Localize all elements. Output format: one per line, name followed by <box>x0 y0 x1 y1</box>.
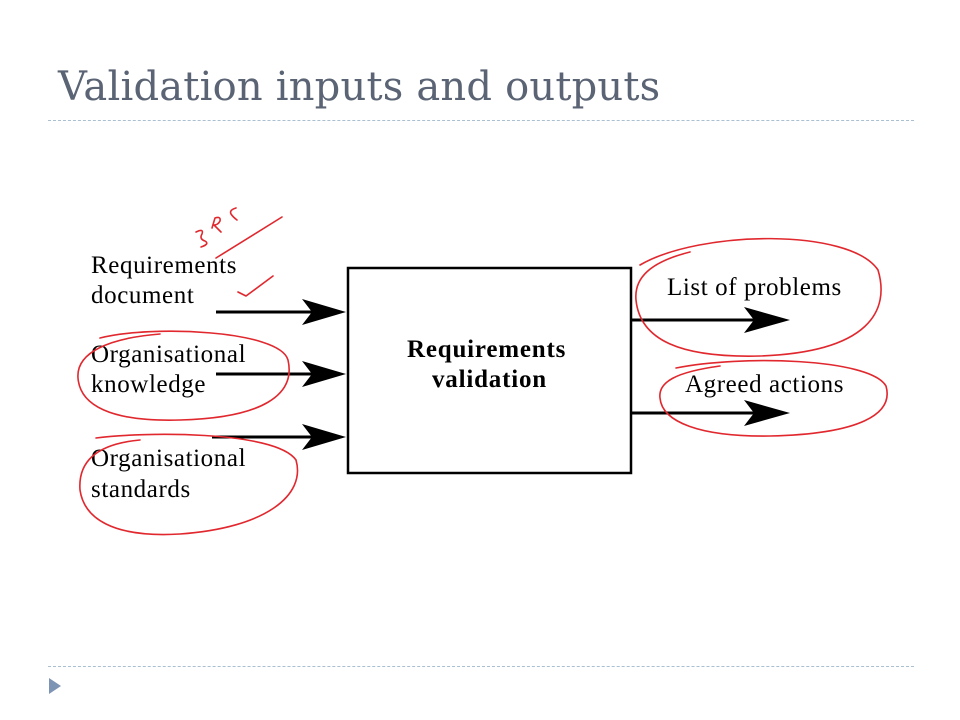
circle-agreed-actions <box>659 359 888 437</box>
circle-list-of-problems <box>635 237 882 357</box>
output-label-agreed-actions: Agreed actions <box>685 371 844 398</box>
process-label-line1: Requirements <box>407 336 566 363</box>
input-label-org-standards-1: Organisational <box>91 445 246 472</box>
input-label-org-standards-2: standards <box>91 476 191 503</box>
output-label-list-of-problems: List of problems <box>667 274 842 301</box>
process-label-line2: validation <box>432 366 547 393</box>
circle-org-knowledge <box>77 330 290 421</box>
handwritten-check-mark <box>237 275 274 297</box>
process-box <box>346 266 633 475</box>
input-label-org-knowledge-2: knowledge <box>91 371 206 398</box>
input-label-org-knowledge-1: Organisational <box>91 341 246 368</box>
input-label-requirements-document-2: document <box>91 282 194 309</box>
input-label-requirements-document-1: Requirements <box>91 252 237 279</box>
handwritten-srs-mark <box>195 229 208 248</box>
input-arrow-1 <box>216 299 346 325</box>
input-arrow-2 <box>216 361 346 387</box>
output-arrow-2 <box>632 400 790 426</box>
title-divider <box>48 120 914 121</box>
slide-title: Validation inputs and outputs <box>58 64 661 110</box>
circle-org-standards <box>79 433 299 536</box>
handwritten-annotations <box>77 207 888 536</box>
footer-divider <box>48 666 914 667</box>
output-arrow-1 <box>632 307 790 333</box>
next-slide-arrow-icon[interactable] <box>48 677 62 695</box>
